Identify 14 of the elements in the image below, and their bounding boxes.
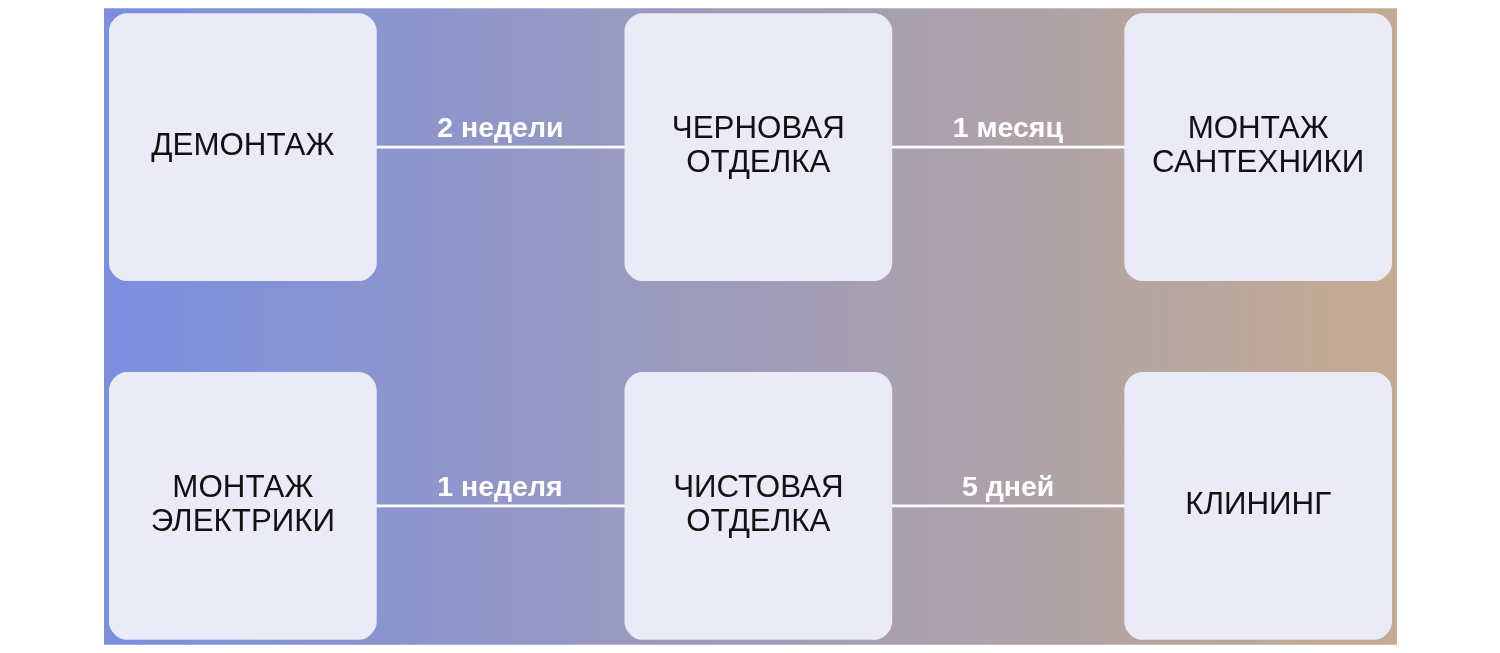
- node-box: ЧИСТОВАЯ ОТДЕЛКА: [624, 372, 892, 640]
- node-box: ЧЕРНОВАЯ ОТДЕЛКА: [624, 13, 892, 281]
- connector: [891, 504, 1125, 508]
- connector: [891, 145, 1125, 149]
- node-box: ДЕМОНТАЖ: [108, 13, 377, 281]
- node-box: МОНТАЖ САНТЕХНИКИ: [1123, 13, 1392, 281]
- connector: [375, 145, 625, 149]
- edge-label: 1 месяц: [952, 111, 1063, 144]
- node-box: КЛИНИНГ: [1123, 372, 1392, 640]
- connector: [375, 504, 625, 508]
- node-box: МОНТАЖ ЭЛЕКТРИКИ: [108, 372, 377, 640]
- edge-label: 2 недели: [436, 111, 563, 144]
- edge-label: 1 неделя: [436, 469, 563, 502]
- edge-label: 5 дней: [961, 469, 1054, 502]
